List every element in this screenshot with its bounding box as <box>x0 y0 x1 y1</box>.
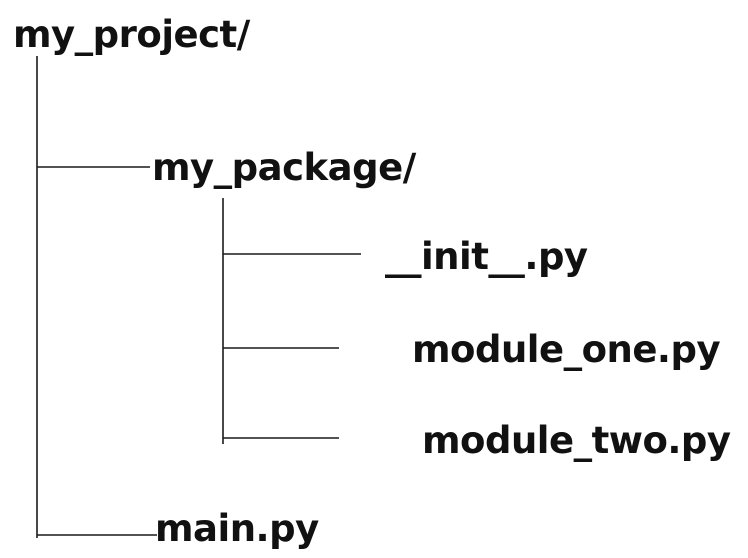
main-file-label: main.py <box>155 507 319 550</box>
root-folder-label: my_project/ <box>13 13 250 56</box>
module-one-file-label: module_one.py <box>412 328 721 371</box>
module-two-file-label: module_two.py <box>422 419 731 462</box>
package-folder-label: my_package/ <box>152 146 416 189</box>
init-file-label: __init__.py <box>385 235 588 278</box>
